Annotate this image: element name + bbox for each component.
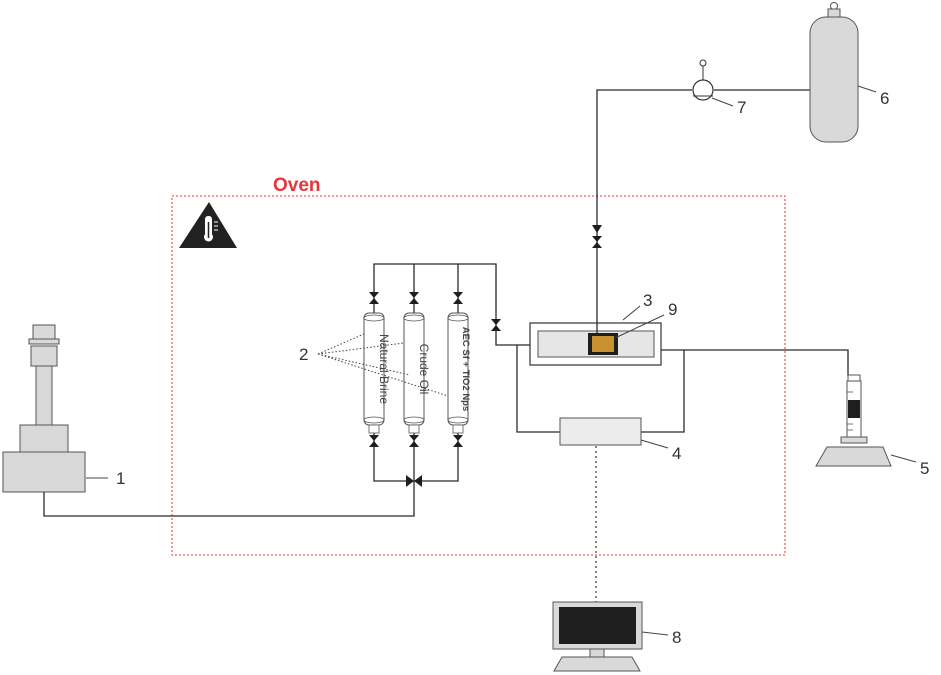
callout-gas-cylinder: 6 (880, 89, 889, 108)
outlet-line (684, 349, 849, 376)
callout-line-regulator (711, 97, 734, 107)
core-holder (529, 322, 662, 366)
computer-monitor-icon (552, 601, 643, 672)
top-manifold (373, 263, 530, 346)
valve-icon (409, 435, 419, 447)
oven-label: Oven (273, 175, 321, 196)
valve-icon (409, 292, 419, 304)
callout-line-core-holder (622, 305, 641, 321)
pressure-transducer (559, 417, 642, 446)
column-label: Crude Oil (417, 344, 431, 395)
valve-icon (453, 435, 463, 447)
collector-cylinder (815, 374, 892, 467)
flow-arrow-icon (592, 225, 602, 233)
valve-icon (369, 292, 379, 304)
callout-columns: 2 (299, 345, 308, 364)
transducer-outlet-line (641, 349, 685, 433)
callout-line-transducer (640, 439, 669, 449)
valve-icon (453, 292, 463, 304)
callout-core-holder: 3 (643, 291, 652, 310)
oven-boundary (171, 195, 786, 556)
callout-collector: 5 (920, 459, 929, 478)
gas-line (596, 89, 692, 333)
transducer-inlet-line (516, 345, 560, 433)
callout-regulator: 7 (737, 98, 746, 117)
pump (2, 324, 86, 493)
column-natural-brine: Natural Brine (363, 312, 391, 434)
callout-line-core (614, 314, 665, 339)
column-nanofluid: AEC Sf + TiO2 Nps (447, 312, 471, 434)
callout-line-computer (641, 631, 669, 636)
core-sample (592, 336, 614, 352)
thermometer-warning-icon (179, 202, 237, 248)
pump-line (43, 481, 415, 517)
valve-icon (491, 319, 501, 331)
callout-pump: 1 (116, 469, 125, 488)
bottom-manifold (373, 433, 459, 482)
callout-core: 9 (668, 300, 677, 319)
callout-line-gas-cylinder (857, 85, 877, 93)
valve-icon (592, 236, 602, 248)
column-crude-oil: Crude Oil (403, 312, 431, 434)
three-way-valve-icon (406, 475, 422, 487)
valve-icon (369, 435, 379, 447)
gas-cylinder (809, 2, 859, 143)
callout-leaders-columns (317, 333, 449, 397)
pressure-regulator (692, 59, 714, 101)
callout-computer: 8 (672, 628, 681, 647)
callout-transducer: 4 (672, 444, 681, 463)
callout-line-collector (890, 454, 917, 463)
column-label: AEC Sf + TiO2 Nps (460, 327, 471, 412)
